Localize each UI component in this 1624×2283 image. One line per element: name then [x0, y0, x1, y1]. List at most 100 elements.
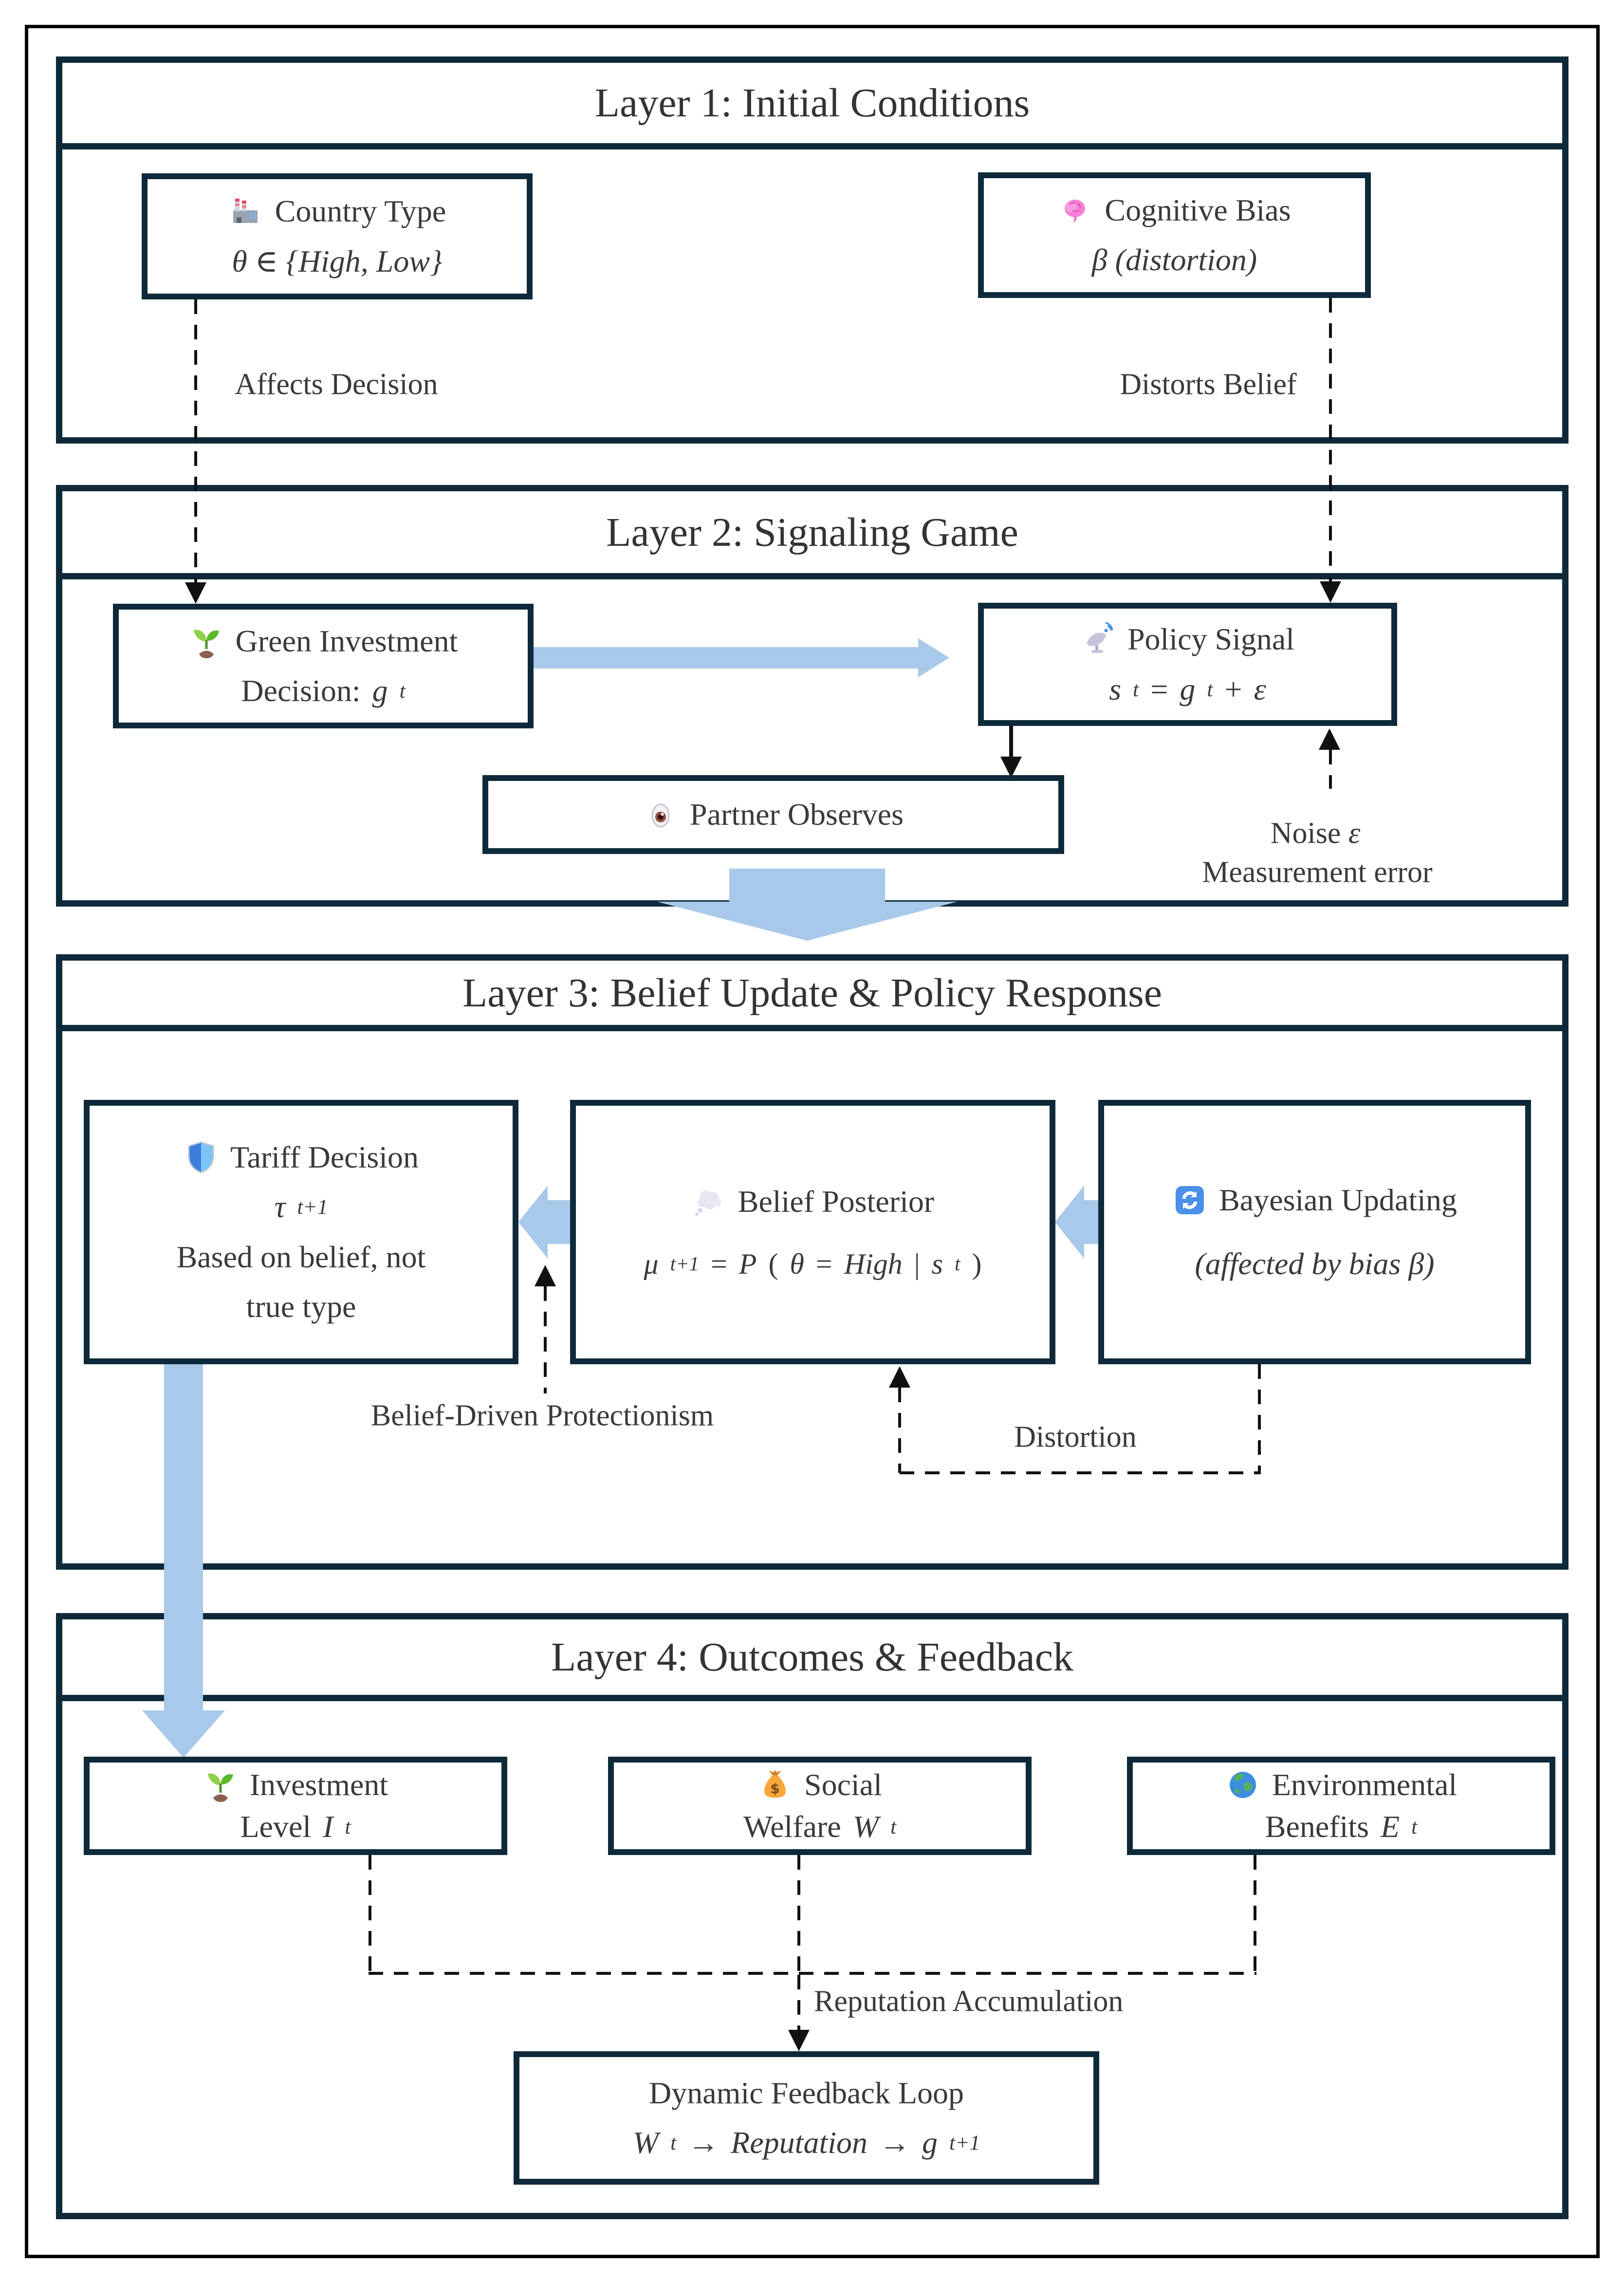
policy-signal-label: Policy Signal [1127, 622, 1295, 657]
protectionism-label: Belief-Driven Protectionism [370, 1399, 714, 1432]
satellite-icon [1086, 622, 1113, 653]
bayesian-updating-title-line: Bayesian Updating [1172, 1175, 1457, 1225]
distortion-label: Distortion [1014, 1420, 1137, 1454]
cognitive-bias-label: Cognitive Bias [1105, 192, 1291, 227]
belief-to-tariff-arrowhead [518, 1186, 548, 1259]
noise-label-line2: Measurement error [1202, 855, 1433, 889]
distorts-belief-label: Distorts Belief [1120, 368, 1297, 401]
globe-icon [1229, 1771, 1256, 1798]
country-type-box: Country Type θ ∈ {High, Low} [142, 173, 533, 299]
belief-to-tariff-arrow-shaft [548, 1200, 570, 1244]
environmental-benefits-label: Environmental [1272, 1767, 1458, 1802]
seedling-icon [207, 1773, 233, 1802]
layer2-header: Layer 2: Signaling Game [62, 491, 1562, 579]
shield-icon [188, 1141, 214, 1173]
layer2-to-layer3-arrowhead [657, 902, 957, 941]
environmental-feedback-connector [1254, 1855, 1256, 1973]
bayesian-to-belief-arrowhead [1055, 1186, 1084, 1259]
investment-feedback-connector [369, 1855, 371, 1973]
thought-cloud-icon [695, 1190, 721, 1216]
protectionism-arrowhead [535, 1265, 556, 1286]
distorts-belief-connector [1329, 298, 1332, 581]
money-bag-icon: $ [764, 1770, 786, 1798]
policy-signal-title-line: Policy Signal [1081, 614, 1294, 664]
cognitive-bias-box: Cognitive Bias β (distortion) [978, 172, 1371, 298]
feedback-collector-line [369, 1972, 1256, 1975]
layer2-title: Layer 2: Signaling Game [606, 509, 1018, 555]
seedling-icon [193, 630, 219, 658]
country-type-title-line: Country Type [228, 186, 446, 236]
page-border [25, 25, 1600, 2258]
partner-observes-title-line: Partner Observes [643, 790, 904, 839]
tariff-decision-title-line: Tariff Decision [184, 1132, 419, 1182]
layer1-title: Layer 1: Initial Conditions [594, 80, 1030, 126]
distortion-connector-bottom [900, 1471, 1261, 1474]
protectionism-connector [544, 1286, 547, 1393]
dynamic-feedback-label: Dynamic Feedback Loop [649, 2075, 964, 2110]
tariff-decision-line4: true type [246, 1289, 356, 1324]
green-to-policy-arrowhead [918, 638, 949, 677]
eye-icon [651, 803, 670, 828]
affects-decision-arrowhead [185, 582, 206, 604]
green-investment-label: Green Investment [235, 623, 458, 658]
brain-icon [1065, 199, 1086, 223]
affects-decision-connector [194, 299, 197, 582]
reputation-arrowhead [788, 2030, 810, 2051]
bayesian-updating-label: Bayesian Updating [1219, 1183, 1457, 1218]
svg-text:$: $ [770, 1781, 779, 1797]
distorts-belief-arrowhead [1320, 581, 1341, 603]
layer3-header: Layer 3: Belief Update & Policy Response [62, 961, 1562, 1031]
noise-label-line1: Noise ε [1270, 817, 1361, 850]
layer2-to-layer3-arrow-shaft [729, 869, 885, 903]
partner-observes-label: Partner Observes [690, 797, 904, 832]
investment-level-label: Investment [249, 1767, 388, 1802]
belief-posterior-label: Belief Posterior [738, 1184, 935, 1219]
distortion-connector-left [898, 1388, 901, 1473]
cognitive-bias-formula: β (distortion) [1091, 242, 1257, 277]
environmental-benefits-title-line: Environmental [1225, 1764, 1457, 1806]
country-type-formula: θ ∈ {High, Low} [232, 243, 443, 278]
social-welfare-title-line: $ Social [757, 1764, 882, 1806]
bayesian-updating-box: Bayesian Updating (affected by bias β) [1098, 1100, 1531, 1364]
affects-decision-label: Affects Decision [235, 368, 438, 401]
investment-level-title-line: Investment [203, 1764, 388, 1806]
factory-icon [233, 199, 258, 223]
policy-to-partner-line [1009, 726, 1013, 758]
green-to-policy-arrow-shaft [534, 647, 918, 668]
tariff-decision-label: Tariff Decision [230, 1139, 419, 1174]
layer4-title: Layer 4: Outcomes & Feedback [551, 1634, 1073, 1680]
cognitive-bias-title-line: Cognitive Bias [1058, 186, 1291, 235]
noise-arrowhead [1319, 728, 1340, 750]
partner-observes-box: Partner Observes [482, 775, 1064, 854]
tariff-to-investment-arrowhead [142, 1710, 225, 1758]
bayesian-updating-formula: (affected by bias β) [1195, 1246, 1435, 1281]
tariff-to-investment-arrow-shaft [164, 1364, 203, 1710]
distortion-connector-right [1258, 1364, 1261, 1473]
distortion-arrowhead [889, 1366, 910, 1388]
policy-to-partner-arrowhead [1000, 757, 1022, 778]
tariff-decision-line3: Based on belief, not [176, 1239, 426, 1274]
reputation-accumulation-label: Reputation Accumulation [814, 1985, 1124, 2018]
layer1-header: Layer 1: Initial Conditions [62, 63, 1562, 149]
refresh-icon [1176, 1186, 1204, 1215]
reputation-connector [797, 1975, 800, 2030]
belief-posterior-title-line: Belief Posterior [691, 1177, 934, 1226]
social-feedback-connector [797, 1855, 800, 1973]
social-welfare-label: Social [804, 1767, 882, 1802]
